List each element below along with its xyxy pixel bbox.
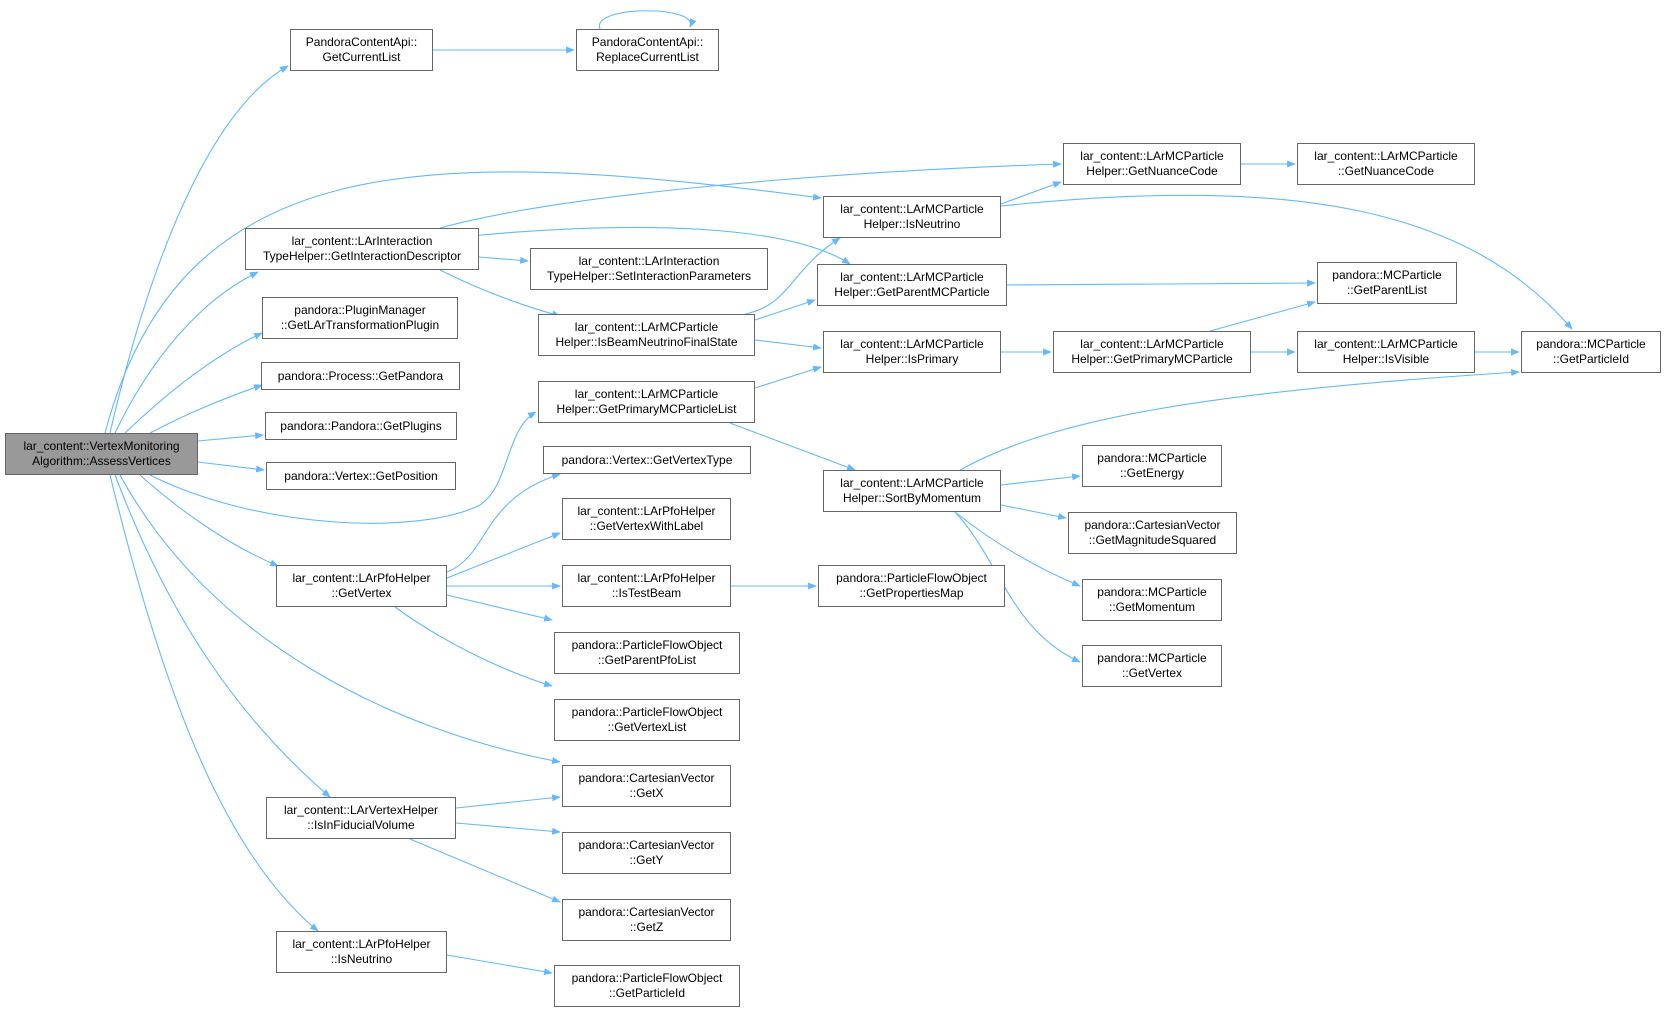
node-mc-getvertex[interactable]: pandora::MCParticle::GetVertex <box>1082 645 1222 687</box>
e-root-getlartransformationplugin <box>124 332 263 434</box>
e-pfo-getvertex-pfo-getvertexlist <box>394 606 553 688</box>
e-sortbymomentum-getmagnitudesquared <box>1000 504 1067 520</box>
node-getparentlist[interactable]: pandora::MCParticle::GetParentList <box>1317 262 1457 304</box>
node-pfo-getvertexlist[interactable]: pandora::ParticleFlowObject::GetVertexLi… <box>554 699 740 741</box>
node-getvertextype[interactable]: pandora::Vertex::GetVertexType <box>543 446 751 474</box>
e-isinfiducialvolume-gety <box>455 822 561 835</box>
e-getinteractiondescriptor-isbeamneutrinofinalstate <box>439 269 561 318</box>
e-root-vertex-getposition <box>197 461 265 473</box>
node-vertex-getposition[interactable]: pandora::Vertex::GetPosition <box>266 462 456 490</box>
node-mc-getnuancecode[interactable]: lar_content::LArMCParticle::GetNuanceCod… <box>1297 143 1475 185</box>
e-getinteractiondescriptor-mch-getnuancecode <box>439 160 1062 229</box>
node-getvertexwithlabel[interactable]: lar_content::LArPfoHelper::GetVertexWith… <box>562 498 731 540</box>
node-isinfiducialvolume[interactable]: lar_content::LArVertexHelper::IsInFiduci… <box>266 797 456 839</box>
node-getx[interactable]: pandora::CartesianVector::GetX <box>562 765 731 807</box>
node-getmomentum[interactable]: pandora::MCParticle::GetMomentum <box>1082 579 1222 621</box>
node-pfo-getparticleid[interactable]: pandora::ParticleFlowObject::GetParticle… <box>554 965 740 1007</box>
node-pfo-getvertex[interactable]: lar_content::LArPfoHelper::GetVertex <box>276 565 447 607</box>
e-isinfiducialvolume-getx <box>455 794 561 809</box>
e-sortbymomentum-getenergy <box>1000 473 1081 486</box>
node-getz[interactable]: pandora::CartesianVector::GetZ <box>562 899 731 941</box>
e-root-isinfiducialvolume <box>114 474 331 798</box>
e-getinteractiondescriptor-setinteractionparameters <box>478 256 529 264</box>
node-istestbeam[interactable]: lar_content::LArPfoHelper::IsTestBeam <box>562 565 731 607</box>
e-pfo-getvertex-getparentpfolist <box>446 594 553 622</box>
e-pfo-getvertex-getvertextype <box>446 473 561 573</box>
e-root-getx <box>119 474 561 764</box>
node-getpandora[interactable]: pandora::Process::GetPandora <box>261 362 460 390</box>
node-getparentpfolist[interactable]: pandora::ParticleFlowObject::GetParentPf… <box>554 632 740 674</box>
e-root-getcurrentlist <box>109 65 289 434</box>
node-getpropertiesmap[interactable]: pandora::ParticleFlowObject::GetProperti… <box>818 565 1005 607</box>
node-getmagnitudesquared[interactable]: pandora::CartesianVector::GetMagnitudeSq… <box>1068 512 1237 554</box>
e-replacecurrentlist-self <box>599 10 697 30</box>
node-getplugins[interactable]: pandora::Pandora::GetPlugins <box>265 412 457 440</box>
node-mc-getparticleid[interactable]: pandora::MCParticle::GetParticleId <box>1521 331 1661 373</box>
node-replacecurrentlist[interactable]: PandoraContentApi::ReplaceCurrentList <box>576 29 719 71</box>
e-pfo-getvertex-getvertexwithlabel <box>446 532 561 579</box>
e-root-getpandora <box>149 384 263 434</box>
e-sortbymomentum-mc-getvertex <box>954 511 1081 663</box>
e-sortbymomentum-getmomentum <box>954 511 1081 587</box>
e-mch-isneutrino-mch-getnuancecode <box>1000 181 1062 205</box>
e-getinteractiondescriptor-getparentmcparticle <box>469 226 851 265</box>
e-isinfiducialvolume-getz <box>409 838 561 903</box>
e-root-mch-isneutrino <box>104 171 822 434</box>
e-root-getprimarymcparticlelist <box>149 411 537 524</box>
e-isbeamneutrinofinalstate-mch-isprimary <box>754 339 822 351</box>
e-isbeamneutrinofinalstate-getparentmcparticle <box>754 299 816 321</box>
e-getprimarymcparticlelist-mch-isprimary <box>754 366 822 389</box>
e-isbeamneutrinofinalstate-mch-isneutrino <box>744 237 841 315</box>
e-sortbymomentum-mc-getparticleid <box>959 368 1520 471</box>
node-gety[interactable]: pandora::CartesianVector::GetY <box>562 832 731 874</box>
e-getprimarymcparticle-getparentlist <box>1209 300 1316 332</box>
node-getcurrentlist[interactable]: PandoraContentApi::GetCurrentList <box>290 29 433 71</box>
e-root-getplugins <box>197 432 264 442</box>
e-root-pfo-getvertex <box>139 474 279 567</box>
e-getprimarymcparticlelist-sortbymomentum <box>729 422 856 471</box>
e-pfo-isneutrino-pfo-getparticleid <box>446 954 553 976</box>
e-root-getinteractiondescriptor <box>114 271 259 434</box>
e-root-pfo-isneutrino <box>109 474 319 932</box>
node-pfo-isneutrino[interactable]: lar_content::LArPfoHelper::IsNeutrino <box>276 931 447 973</box>
node-getlartransformationplugin[interactable]: pandora::PluginManager::GetLArTransforma… <box>262 297 458 339</box>
e-mch-isneutrino-mc-getparticleid <box>1000 194 1573 330</box>
e-getparentmcparticle-getparentlist <box>1006 279 1316 287</box>
node-getenergy[interactable]: pandora::MCParticle::GetEnergy <box>1082 445 1222 487</box>
